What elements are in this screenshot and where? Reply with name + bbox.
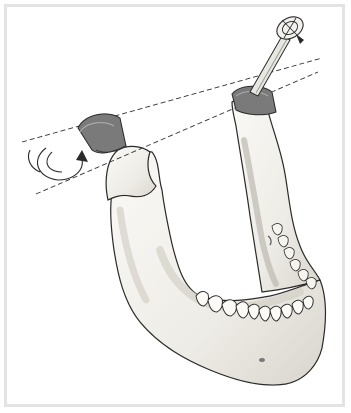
- instrument-handle-icon: [273, 12, 307, 44]
- rotation-arrow-icon: [28, 148, 88, 180]
- instrument-rod: [250, 36, 290, 96]
- mental-foramen: [259, 358, 265, 362]
- left-condyle-band: [78, 114, 126, 153]
- mandible-bone: [106, 98, 325, 385]
